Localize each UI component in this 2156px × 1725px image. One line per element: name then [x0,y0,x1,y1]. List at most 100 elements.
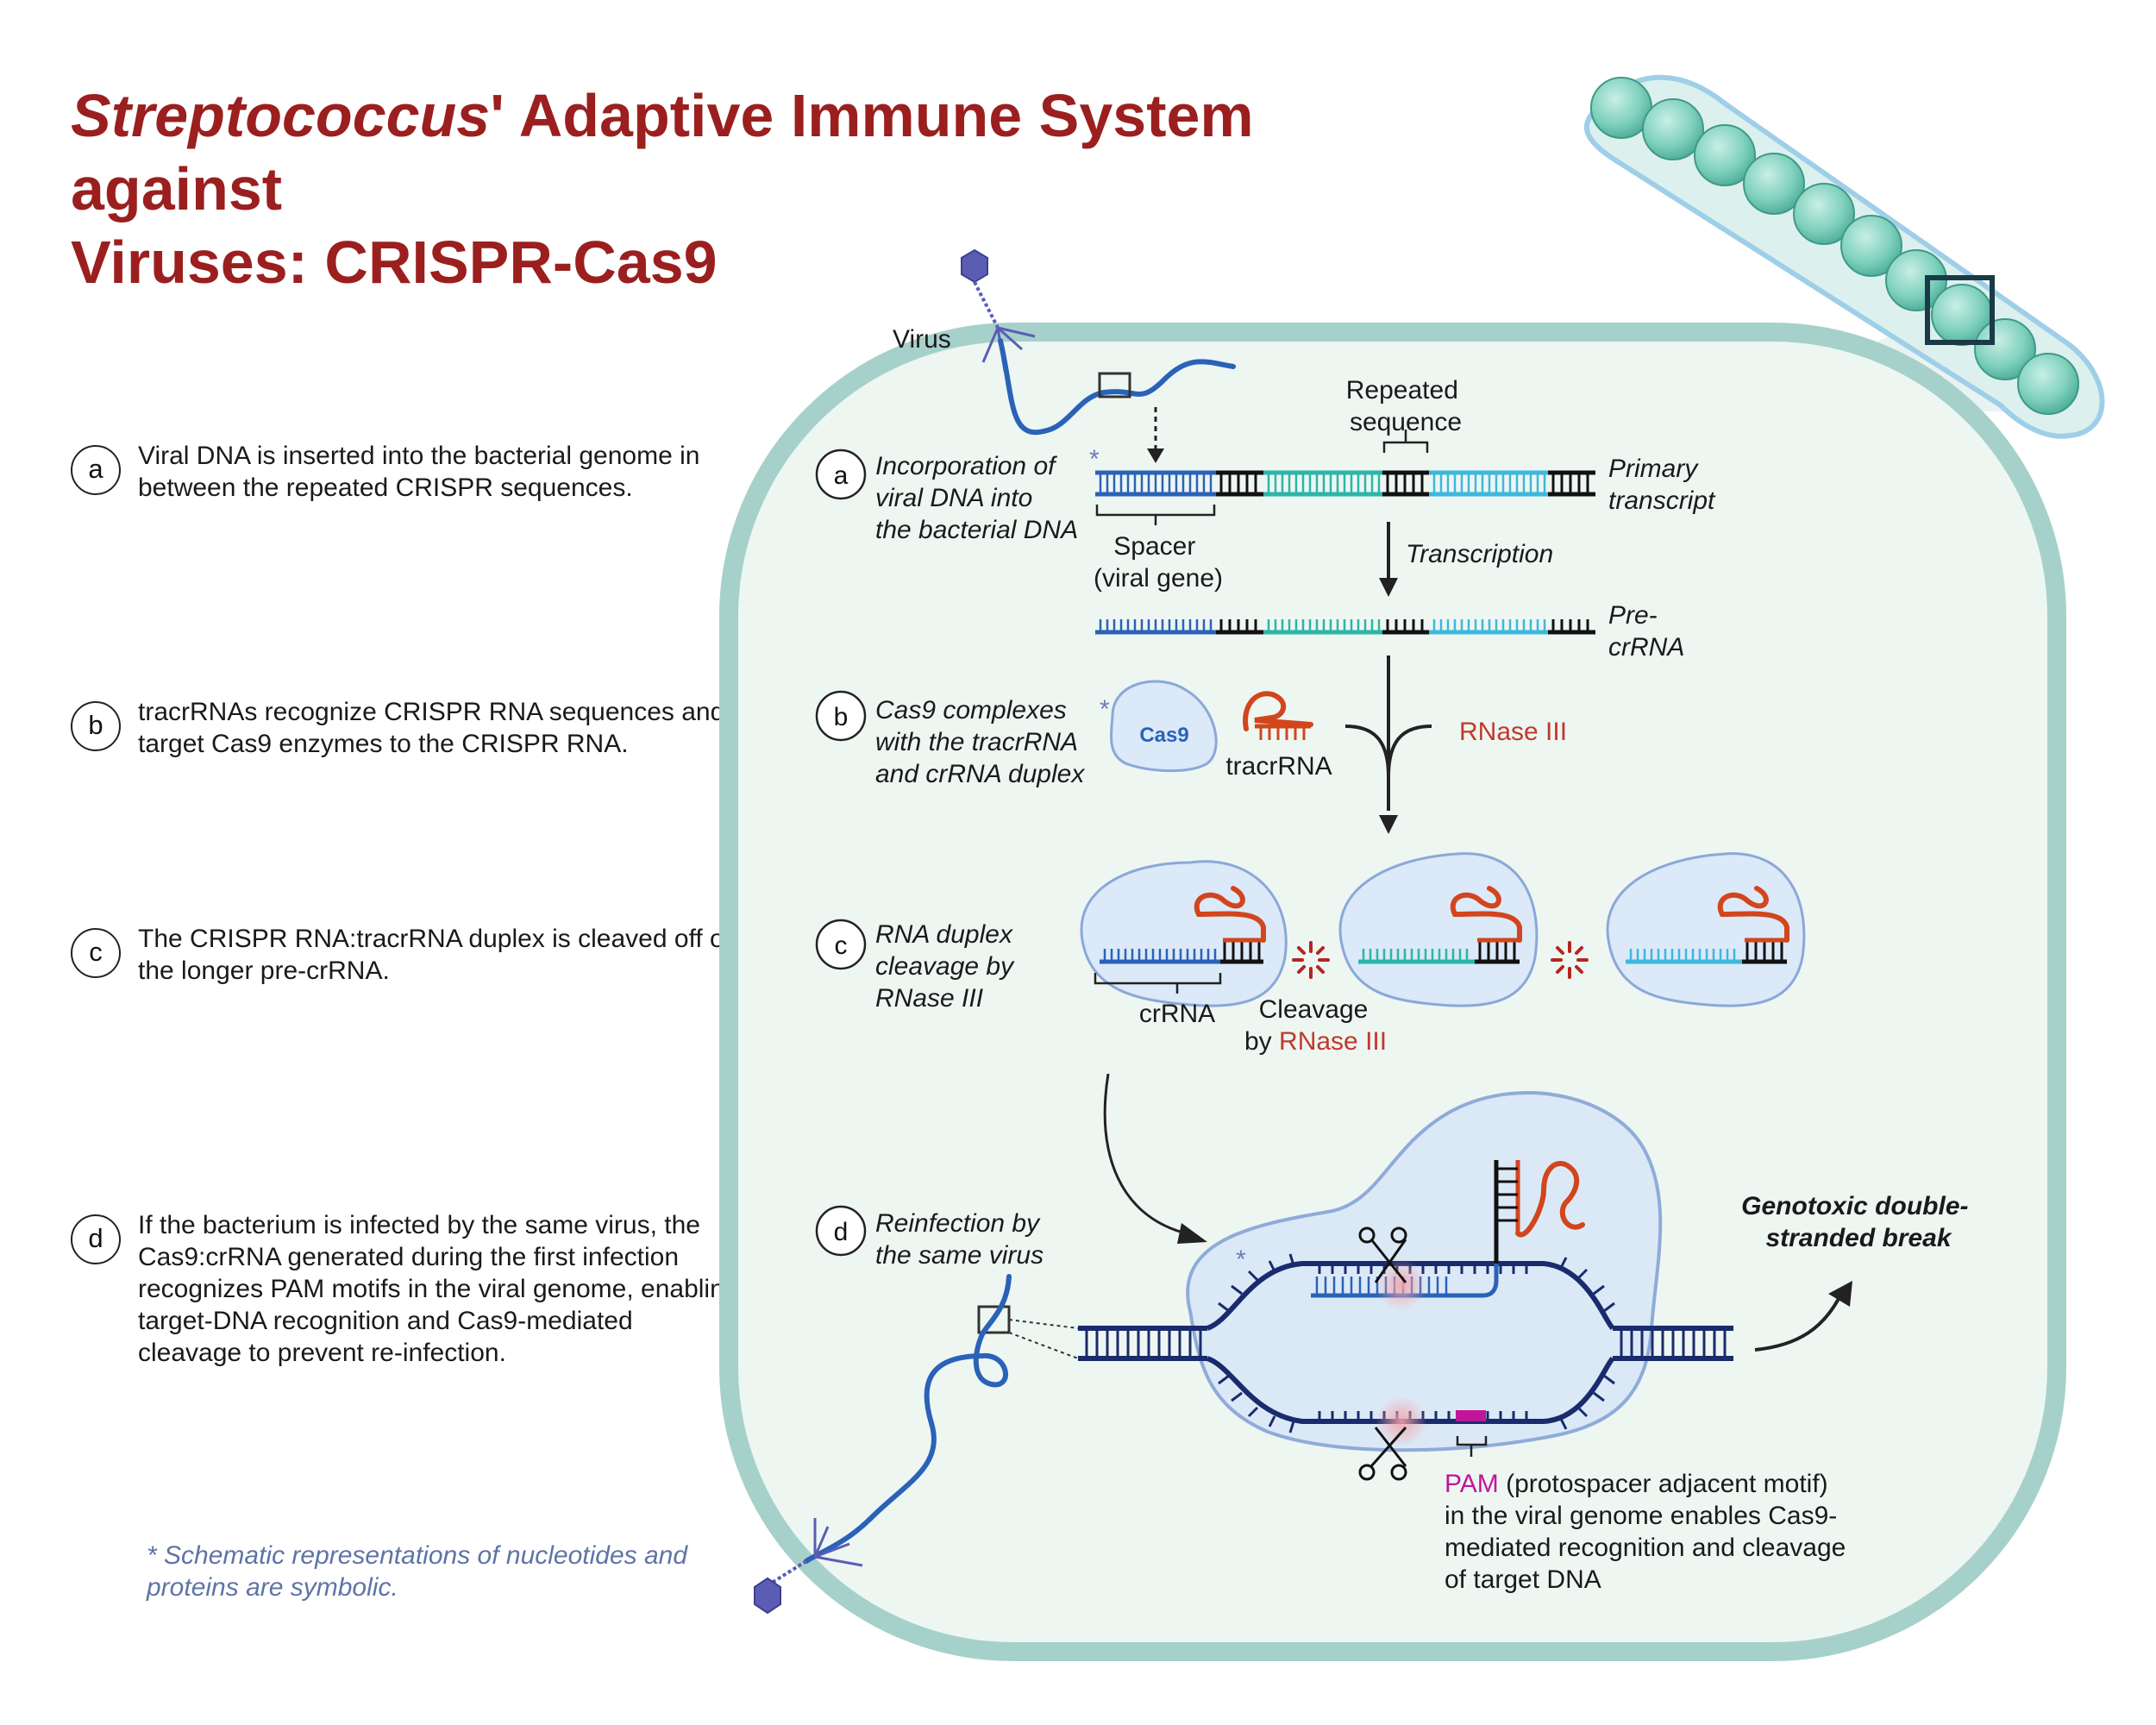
pam-line-2: in the viral genome enables Cas9- [1445,1502,1837,1530]
virus-label: Virus [893,325,951,354]
merge-arrowhead [1379,815,1398,834]
rnase-iii-label: RNase III [1459,718,1567,746]
step-a-text: Viral DNA is inserted into the bacterial… [138,442,700,502]
stage-d-badge: d [815,1205,867,1257]
stage-a-label: Incorporation of viral DNA into the bact… [875,452,1078,544]
repeated-sequence-label: Repeated sequence [1346,376,1465,436]
pam-line-1: (protospacer adjacent motif) [1499,1470,1828,1498]
cleavage-line-1: Cleavage [1259,995,1369,1024]
primary-transcript-label: Primary transcript [1608,455,1716,515]
stage-c-line-3: RNase III [875,984,983,1013]
step-a-badge: a [71,445,121,495]
cas9-complex-1 [1080,860,1288,1007]
stage-b-line-3: and crRNA duplex [875,760,1085,788]
repeated-line-1: Repeated [1346,376,1458,405]
repeated-line-2: sequence [1350,408,1462,436]
cas9-protein [1110,680,1218,773]
stage-a-badge: a [815,448,867,500]
stage-c-line-2: cleavage by [875,952,1015,981]
stage-a-line-3: the bacterial DNA [875,516,1078,544]
crrna-arrowhead [1177,1223,1207,1244]
spacer-line-2: (viral gene) [1094,564,1223,593]
tracrrna-icon [1243,691,1313,740]
transcription-arrowhead [1379,578,1398,597]
step-d-text: If the bacterium is infected by the same… [138,1211,739,1367]
stage-c-label: RNA duplex cleavage by RNase III [875,920,1020,1013]
cas9-complex-2 [1338,852,1539,1007]
step-b-text: tracrRNAs recognize CRISPR RNA sequences… [138,698,725,758]
stage-b-label: Cas9 complexes with the tracrRNA and crR… [875,696,1085,788]
spacer-label: Spacer (viral gene) [1094,532,1223,593]
cas9-label: Cas9 [1139,724,1188,747]
cas9-complex-3 [1606,852,1806,1007]
stage-b-line-2: with the tracrRNA [875,728,1077,756]
scissors-icon-top [1358,1226,1407,1283]
repeated-sequence-bracket [1382,430,1429,453]
step-d-badge: d [71,1214,121,1264]
stage-b-badge: b [815,690,867,742]
page-title: Streptococcus' Adaptive Immune System ag… [71,79,1468,299]
title-line2: Viruses: CRISPR-Cas9 [71,229,718,296]
pam-description: PAM (protospacer adjacent motif) in the … [1445,1470,1853,1594]
cleavage-enzyme: RNase III [1279,1027,1387,1056]
step-c-badge: c [71,928,121,978]
step-c-text: The CRISPR RNA:tracrRNA duplex is cleave… [138,925,732,985]
cleavage-mark-1 [1292,941,1330,979]
scissors-icon-bottom [1358,1427,1407,1481]
stage-c-letter: c [835,932,848,960]
zoom-box [1925,275,1995,345]
title-rest: ' Adaptive Immune System against [71,82,1254,223]
crrna-bracket [1094,973,1222,994]
pam-site [1456,1410,1486,1421]
stage-a-letter: a [834,461,849,490]
pam-label: PAM [1445,1470,1499,1498]
crrna-label: crRNA [1139,1000,1215,1028]
cleavage-by-label: by RNase III [1244,1027,1387,1056]
streptococcus-chain [1583,74,2105,439]
cleavage-glow-bottom [1376,1396,1427,1447]
asterisk-b: * [1100,695,1110,724]
genotoxic-line-1: Genotoxic double- [1741,1192,1968,1220]
pam-line-3: mediated recognition and cleavage [1445,1534,1846,1562]
virus-bottom [754,1274,1079,1615]
stage-d-line-1: Reinfection by [875,1209,1041,1238]
stage-b-letter: b [834,703,849,731]
stage-d-line-2: the same virus [875,1241,1044,1270]
stage-a-line-1: Incorporation of [875,452,1057,480]
cleavage-mark-2 [1551,941,1589,979]
footnote: * Schematic representations of nucleotid… [147,1541,688,1602]
cleavage-by: by [1244,1027,1279,1056]
primary-line-2: transcript [1608,486,1716,515]
primary-line-1: Primary [1608,455,1699,483]
pam-bracket [1456,1436,1488,1457]
tracrrna-label: tracrRNA [1225,752,1332,781]
merge-arrow [1344,656,1432,811]
step-b-badge: b [71,701,121,751]
transcription-label: Transcription [1406,540,1553,568]
genotoxic-arrow [1754,1293,1843,1352]
cleavage-glow-top [1376,1259,1427,1311]
pre-crrna-line-2: crRNA [1608,633,1684,662]
bound-crrna [1311,1160,1585,1298]
stage-a-line-2: viral DNA into [875,484,1032,512]
spacer-bracket [1095,505,1216,525]
pam-line-4: of target DNA [1445,1565,1601,1594]
genotoxic-label: Genotoxic double- stranded break [1741,1192,1976,1252]
stage-d-label: Reinfection by the same virus [875,1209,1046,1270]
genotoxic-arrowhead [1828,1281,1852,1307]
stage-c-line-1: RNA duplex [875,920,1013,949]
primary-transcript-dna [1095,470,1595,497]
virus-top [961,248,1236,463]
crrna-to-target-arrow [1103,1073,1187,1235]
stage-d-letter: d [834,1218,849,1246]
cleavage-label: Cleavage [1259,995,1369,1024]
pre-crrna-line-1: Pre- [1608,601,1658,630]
pre-crrna-strand [1095,619,1595,635]
spacer-line-1: Spacer [1113,532,1195,561]
stage-b-line-1: Cas9 complexes [875,696,1067,724]
title-italic: Streptococcus [71,82,491,149]
asterisk-a: * [1089,445,1100,474]
stage-c-badge: c [815,919,867,970]
asterisk-d: * [1236,1245,1246,1274]
